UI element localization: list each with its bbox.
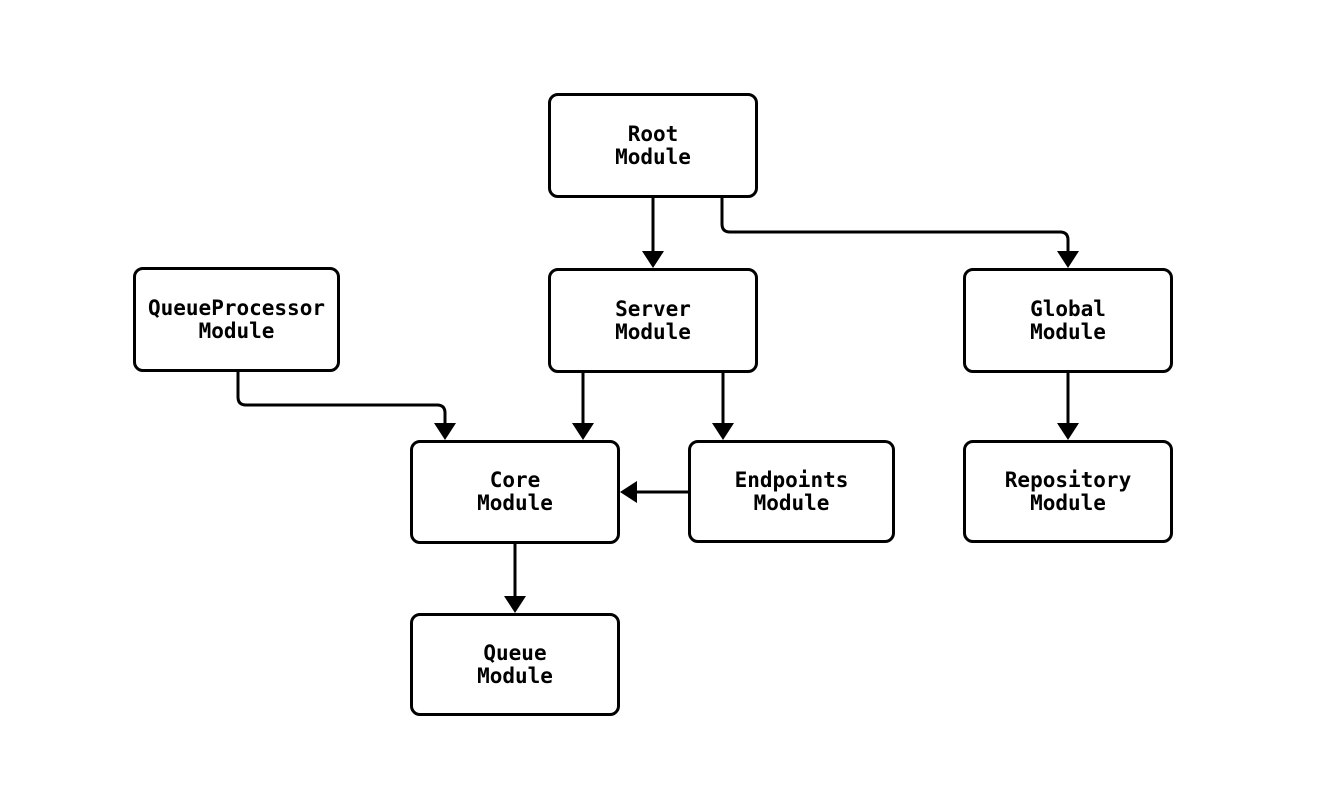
arrowhead-root-to-server <box>642 251 664 268</box>
node-label: Root Module <box>615 121 691 169</box>
arrowhead-global-to-repository <box>1057 423 1079 440</box>
edge-queueprocessor-to-core <box>236 372 456 440</box>
node-endpoints: Endpoints Module <box>688 440 895 543</box>
edge-endpoints-to-core <box>620 481 688 503</box>
arrowhead-root-to-global <box>1057 251 1079 268</box>
arrowhead-queueprocessor-to-core <box>434 423 456 440</box>
node-label: Global Module <box>1030 296 1106 344</box>
edge-server-to-core <box>572 373 594 440</box>
node-queue: Queue Module <box>410 613 620 716</box>
node-global: Global Module <box>963 268 1173 373</box>
node-label: Core Module <box>477 468 553 515</box>
edge-server-to-endpoints <box>712 373 734 440</box>
arrowhead-server-to-endpoints <box>712 423 734 440</box>
node-core: Core Module <box>410 440 620 544</box>
edge-line-queueprocessor-to-core <box>236 372 447 426</box>
node-label: Queue Module <box>477 640 553 688</box>
edge-root-to-global <box>720 198 1079 268</box>
edge-global-to-repository <box>1057 373 1079 440</box>
node-root: Root Module <box>548 93 758 198</box>
node-label: QueueProcessor Module <box>147 295 325 343</box>
edge-core-to-queue <box>504 544 526 613</box>
node-label: Server Module <box>615 296 691 344</box>
node-label: Endpoints Module <box>734 467 849 515</box>
edge-root-to-server <box>642 198 664 268</box>
arrowhead-core-to-queue <box>504 596 526 613</box>
node-server: Server Module <box>548 268 758 373</box>
arrowhead-server-to-core <box>572 423 594 440</box>
node-queueprocessor: QueueProcessor Module <box>133 267 340 372</box>
edge-line-root-to-global <box>720 198 1070 254</box>
arrowhead-endpoints-to-core <box>620 481 637 503</box>
node-label: Repository Module <box>1004 467 1132 515</box>
node-repository: Repository Module <box>963 440 1173 543</box>
